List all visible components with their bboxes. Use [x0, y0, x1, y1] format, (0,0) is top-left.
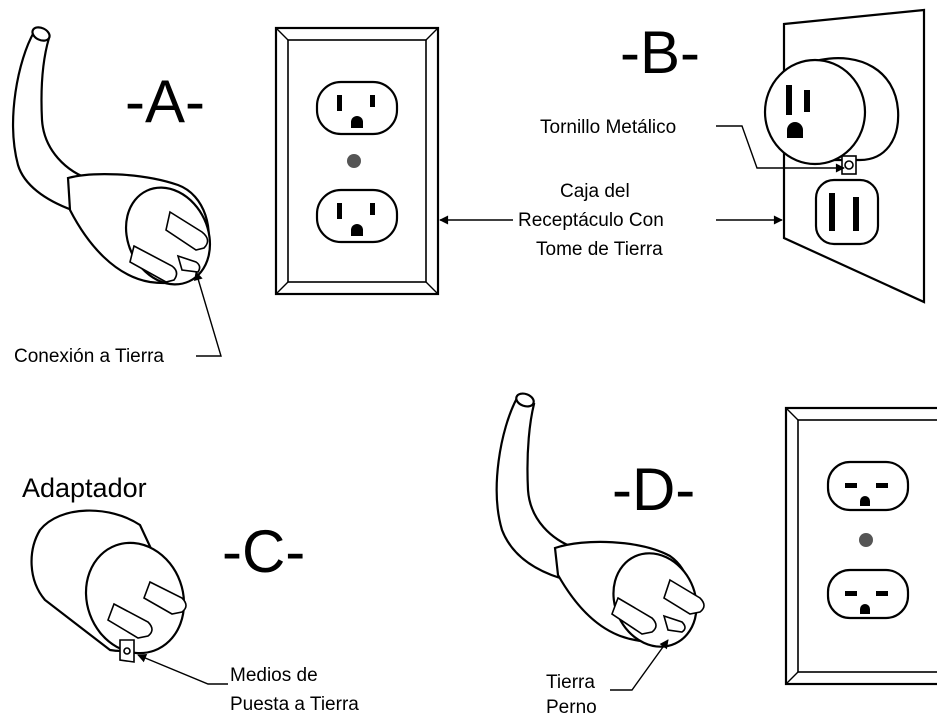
label-adaptador: Adaptador	[22, 473, 147, 503]
wall-b-lower-receptacle	[814, 178, 880, 246]
leader-tornillo	[716, 125, 845, 173]
adapter-c-illustration	[30, 509, 187, 663]
label-b: -B-	[620, 19, 700, 86]
receptacle-lower-slot-left	[337, 203, 342, 219]
plate-center-screw	[347, 154, 361, 168]
leader-tierra	[610, 639, 669, 691]
plug-a-illustration	[12, 26, 212, 286]
receptacle-upper-slot-right	[370, 95, 375, 107]
label-d: -D-	[612, 456, 695, 523]
label-medios-line-1: Medios de	[230, 665, 318, 686]
plug-a-prong-upper	[165, 210, 209, 251]
receptacle-d-upper-slot-left	[845, 483, 857, 488]
plug-a-prong-lower	[129, 244, 178, 283]
wall-b-slot-right	[853, 197, 859, 231]
receptacle-d-lower-ground-hole	[860, 604, 870, 614]
plug-d-illustration	[495, 392, 705, 648]
adapter-c-prong-lower	[107, 602, 153, 639]
label-tornillo-metalico: Tornillo Metálico	[540, 117, 676, 138]
wall-plate-bottom-bevel	[785, 407, 799, 685]
adapter-b-metal-screw	[844, 160, 854, 170]
label-caja-line-1: Caja del	[560, 181, 630, 202]
receptacle-upper-ground-hole	[351, 116, 363, 128]
label-a: -A-	[125, 68, 205, 135]
label-tierra-line-1: Tierra	[546, 672, 595, 693]
receptacle-lower-slot-right	[370, 203, 375, 215]
wall-plate-top	[274, 26, 440, 296]
adapter-b-slot-left	[786, 85, 792, 115]
receptacle-d-lower-slot-left	[845, 591, 857, 596]
leader-medios	[137, 653, 228, 685]
plug-a-cord-end	[31, 26, 51, 42]
plug-d-cord-end	[515, 392, 535, 408]
receptacle-d-upper-ground-hole	[860, 496, 870, 506]
plug-d-prong-upper	[663, 578, 705, 615]
adapter-b-ground-hole	[787, 122, 803, 138]
plug-d-prong-lower	[611, 596, 657, 635]
wall-b-slot-left	[829, 193, 835, 231]
receptacle-d-lower	[826, 568, 910, 620]
receptacle-lower-ground-hole	[351, 224, 363, 236]
adapter-c-face	[84, 541, 186, 655]
receptacle-d-lower-slot-right	[876, 591, 888, 596]
adapter-c-prong-upper	[143, 580, 187, 615]
plug-d-ground-pin	[662, 614, 686, 633]
receptacle-upper-slot-left	[337, 95, 342, 111]
label-caja-line-2: Receptáculo Con	[518, 210, 664, 231]
receptacle-d-upper	[826, 460, 910, 512]
adapter-b-face	[763, 58, 867, 166]
wall-plate-top-bevel	[275, 27, 439, 295]
leader-conexion	[193, 271, 222, 357]
adapter-c-tab-hole	[123, 647, 131, 655]
label-caja-line-3: Tome de Tierra	[536, 239, 663, 260]
label-tierra-line-2: Perno	[546, 697, 597, 717]
adapter-b-slot-right	[804, 90, 810, 112]
label-medios-line-2: Puesta a Tierra	[230, 694, 359, 715]
wall-plate-bottom	[784, 406, 937, 686]
label-conexion-a-tierra: Conexión a Tierra	[14, 346, 164, 367]
label-c: -C-	[222, 518, 305, 585]
receptacle-d-upper-slot-right	[876, 483, 888, 488]
plate-d-center-screw	[859, 533, 873, 547]
wall-b-illustration	[763, 8, 926, 304]
